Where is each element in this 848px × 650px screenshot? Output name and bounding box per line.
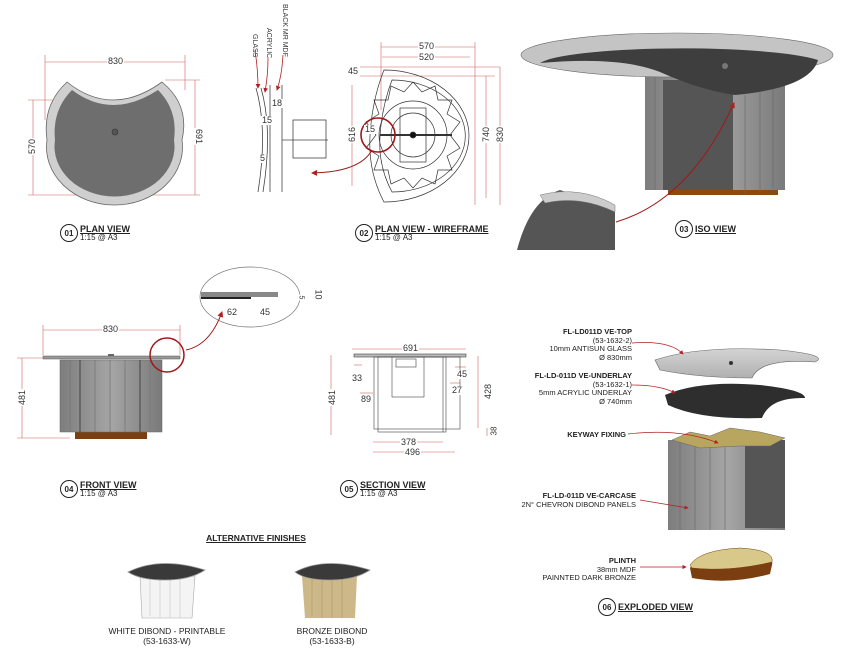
finish-code: (53-1633-W) <box>143 636 191 647</box>
iso-view-drawing <box>517 32 834 250</box>
dim-sec-33: 33 <box>351 373 364 383</box>
dim-sec-691: 691 <box>402 343 420 353</box>
view-scale: 1:15 @ A3 <box>360 488 398 498</box>
dim-sec-428: 428 <box>483 382 494 401</box>
dim-sec-27: 27 <box>451 385 464 395</box>
exploded-label-plinth: PLINTH 38mm MDF PAINNTED DARK BRONZE <box>542 556 636 583</box>
dim-front-62: 62 <box>226 307 239 317</box>
dim-wf-740: 740 <box>481 125 492 144</box>
finish-bronze: BRONZE DIBOND (53-1633-B) <box>297 626 368 646</box>
exploded-label-underlay: FL-LD-011D VE-UNDERLAY (53-1632-1) 5mm A… <box>534 371 632 407</box>
alternative-finishes-drawings <box>127 563 371 619</box>
dim-wf-830: 830 <box>495 125 506 144</box>
label-line: 2N° CHEVRON DIBOND PANELS <box>521 499 636 509</box>
dim-front-5: 5 <box>297 294 305 301</box>
dim-edge-15: 15 <box>261 115 274 125</box>
label-line: (53-1632-1) <box>592 379 632 389</box>
label-title: FL-LD011D VE-TOP <box>562 327 632 336</box>
front-view-drawing <box>42 266 301 439</box>
exploded-label-top: FL-LD011D VE-TOP (53-1632-2) 10mm ANTISU… <box>549 327 632 363</box>
wireframe-drawing <box>311 69 470 203</box>
dim-wf-15: 15 <box>364 124 377 134</box>
dim-front-10: 10 <box>313 288 324 301</box>
view-title-exploded: 06 EXPLODED VIEW <box>598 598 693 616</box>
dim-sec-89: 89 <box>360 394 373 404</box>
exploded-view-drawing <box>627 342 819 581</box>
label-line: PAINNTED DARK BRONZE <box>542 573 636 583</box>
dim-sec-45: 45 <box>456 369 469 379</box>
dim-plan-overall: 691 <box>194 127 205 146</box>
exploded-label-keyway: KEYWAY FIXING <box>567 430 626 440</box>
view-number: 05 <box>340 480 358 498</box>
view-name: SECTION VIEW <box>360 479 426 490</box>
view-scale: 1:15 @ A3 <box>80 232 118 242</box>
dim-edge-18: 18 <box>271 98 284 108</box>
plan-view-drawing <box>45 81 185 206</box>
finish-name: BRONZE DIBOND <box>296 626 368 636</box>
dim-wf-45: 45 <box>347 66 360 76</box>
dim-sec-496: 496 <box>404 447 422 457</box>
label-line: Ø 830mm <box>599 352 632 362</box>
layer-label-mdf: BLACK MR MDF <box>281 4 288 57</box>
label-title: FL-LD-011D VE-CARCASE <box>542 491 636 500</box>
view-number: 04 <box>60 480 78 498</box>
finish-white: WHITE DIBOND - PRINTABLE (53-1633-W) <box>109 626 226 646</box>
edge-detail-drawing <box>254 49 328 193</box>
dim-front-height: 481 <box>17 388 28 407</box>
view-number: 01 <box>60 224 78 242</box>
view-name: ISO VIEW <box>695 223 737 234</box>
dim-plan-width: 830 <box>107 56 125 66</box>
dim-wf-616: 616 <box>347 125 358 144</box>
label-line: 38mm MDF <box>596 564 636 574</box>
label-line: Ø 740mm <box>599 396 632 406</box>
label-line: 10mm ANTISUN GLASS <box>549 344 632 354</box>
view-number: 06 <box>598 598 616 616</box>
label-title: KEYWAY FIXING <box>567 430 626 439</box>
view-scale: 1:15 @ A3 <box>375 232 413 242</box>
alternative-finishes-title: ALTERNATIVE FINISHES <box>206 533 306 543</box>
label-line: (53-1632-2) <box>592 335 632 345</box>
view-name: PLAN VIEW - WIREFRAME <box>375 223 489 234</box>
dim-edge-5: 5 <box>259 153 267 163</box>
finish-name: WHITE DIBOND - PRINTABLE <box>108 626 226 636</box>
view-number: 03 <box>675 220 693 238</box>
view-name: PLAN VIEW <box>80 223 131 234</box>
view-name: FRONT VIEW <box>80 479 137 490</box>
dim-sec-378: 378 <box>400 437 418 447</box>
view-scale: 1:15 @ A3 <box>80 488 118 498</box>
section-view-drawing <box>353 353 467 433</box>
dim-wf-570: 570 <box>418 41 436 51</box>
exploded-label-carcase: FL-LD-011D VE-CARCASE 2N° CHEVRON DIBOND… <box>521 491 636 509</box>
layer-label-acrylic: ACRYLIC <box>265 28 272 59</box>
dim-sec-38: 38 <box>489 425 499 437</box>
finish-code: (53-1633-B) <box>309 636 355 647</box>
dim-front-width: 830 <box>102 324 120 334</box>
label-title: PLINTH <box>608 556 636 565</box>
label-title: FL-LD-011D VE-UNDERLAY <box>534 371 632 380</box>
layer-label-glass: GLASS <box>251 34 258 58</box>
view-number: 02 <box>355 224 373 242</box>
dim-front-45: 45 <box>259 307 272 317</box>
dim-sec-481: 481 <box>327 388 338 407</box>
dim-plan-depth: 570 <box>27 137 38 156</box>
view-name: EXPLODED VIEW <box>618 601 694 612</box>
view-title-iso: 03 ISO VIEW <box>675 220 736 238</box>
dim-wf-520: 520 <box>418 52 436 62</box>
label-line: 5mm ACRYLIC UNDERLAY <box>538 388 632 398</box>
